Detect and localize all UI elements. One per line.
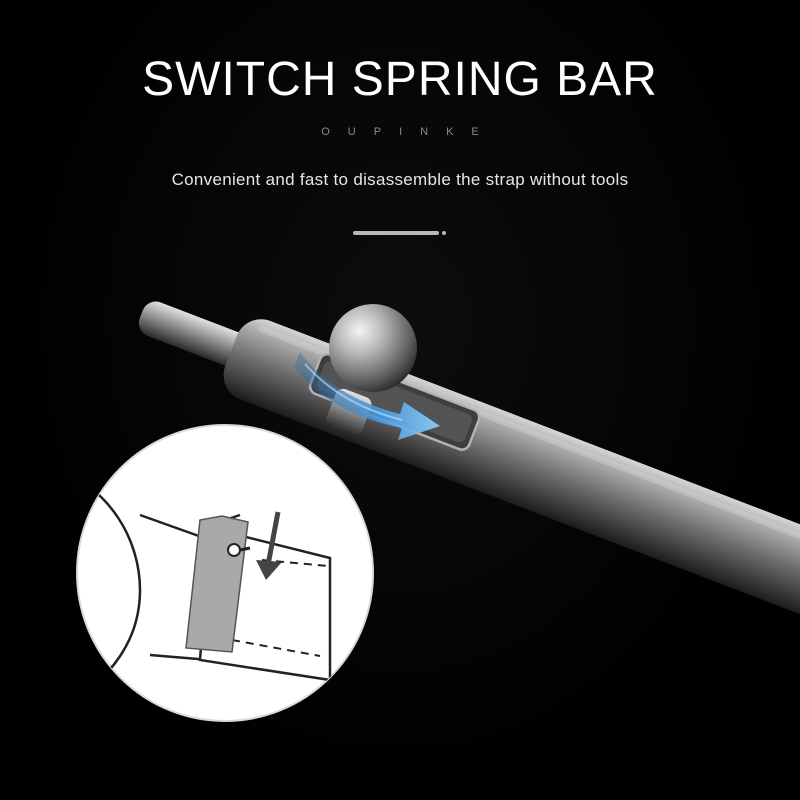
divider-dot — [442, 231, 446, 235]
down-arrow-icon — [256, 511, 282, 580]
product-description: Convenient and fast to disassemble the s… — [171, 170, 629, 189]
switch-ball — [329, 304, 417, 392]
detail-inset — [76, 424, 374, 722]
spring-bar-pin — [138, 301, 251, 369]
brand-name: OUPINKE — [321, 126, 497, 138]
divider-bar — [353, 231, 439, 235]
page-title: SWITCH SPRING BAR — [142, 53, 658, 106]
slide-arrow-icon — [294, 352, 440, 440]
